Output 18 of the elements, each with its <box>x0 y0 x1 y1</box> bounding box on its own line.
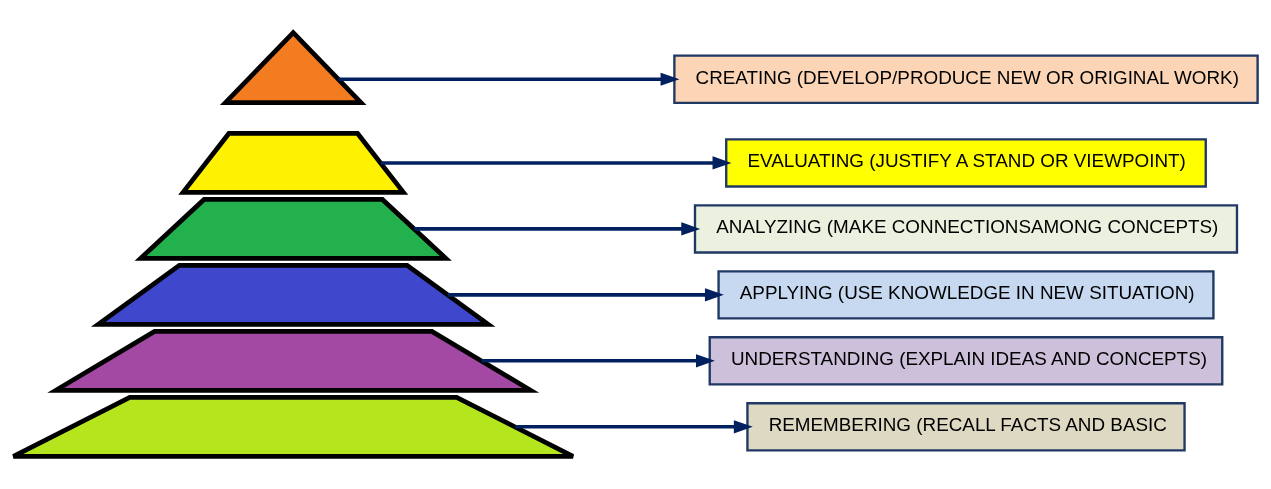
arrow <box>380 156 732 170</box>
arrow <box>414 222 701 236</box>
node-trapezium <box>178 131 409 195</box>
node-box: UNDERSTANDING (EXPLAIN IDEAS AND CONCEPTS) <box>708 336 1224 386</box>
arrow <box>338 72 680 86</box>
node-box: ANALYZING (MAKE CONNECTIONSAMONG CONCEPTS) <box>693 204 1239 254</box>
arrow <box>447 288 724 302</box>
node-trapezium <box>134 197 452 261</box>
node-triangle <box>219 29 367 105</box>
node-trapezium <box>47 329 540 393</box>
node-trapezium <box>11 395 576 459</box>
node-box: EVALUATING (JUSTIFY A STAND OR VIEWPOINT) <box>725 138 1207 188</box>
node-box: APPLYING (USE KNOWLEDGE IN NEW SITUATION) <box>717 270 1215 320</box>
node-box: REMEMBERING (RECALL FACTS AND BASIC <box>746 402 1186 452</box>
arrow <box>515 420 753 434</box>
node-box: CREATING (DEVELOP/PRODUCE NEW OR ORIGINAL WORK) <box>673 54 1259 104</box>
node-trapezium <box>91 263 496 327</box>
arrow <box>481 354 715 368</box>
